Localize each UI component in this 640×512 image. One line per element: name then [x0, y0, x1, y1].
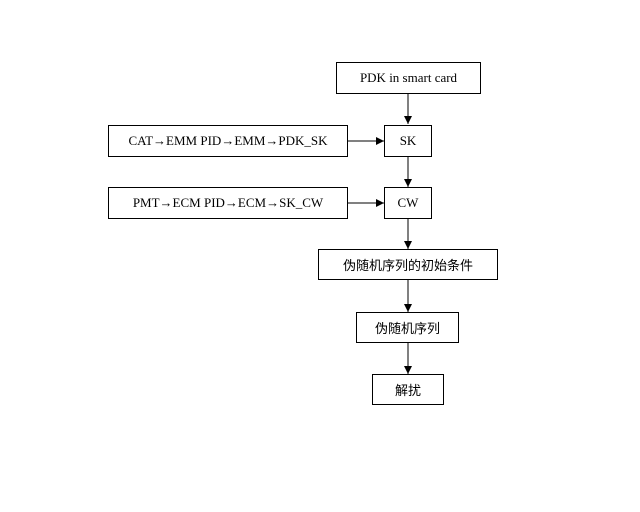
cat-emm-chain-box: CAT→EMM PID→EMM→PDK_SK — [108, 125, 348, 157]
prbs-initial-condition-box: 伪随机序列的初始条件 — [318, 249, 498, 280]
pmt-ecm-chain-box: PMT→ECM PID→ECM→SK_CW — [108, 187, 348, 219]
sk-box: SK — [384, 125, 432, 157]
prbs-box: 伪随机序列 — [356, 312, 459, 343]
pdk-in-smart-card-box: PDK in smart card — [336, 62, 481, 94]
descramble-box: 解扰 — [372, 374, 444, 405]
cw-box: CW — [384, 187, 432, 219]
